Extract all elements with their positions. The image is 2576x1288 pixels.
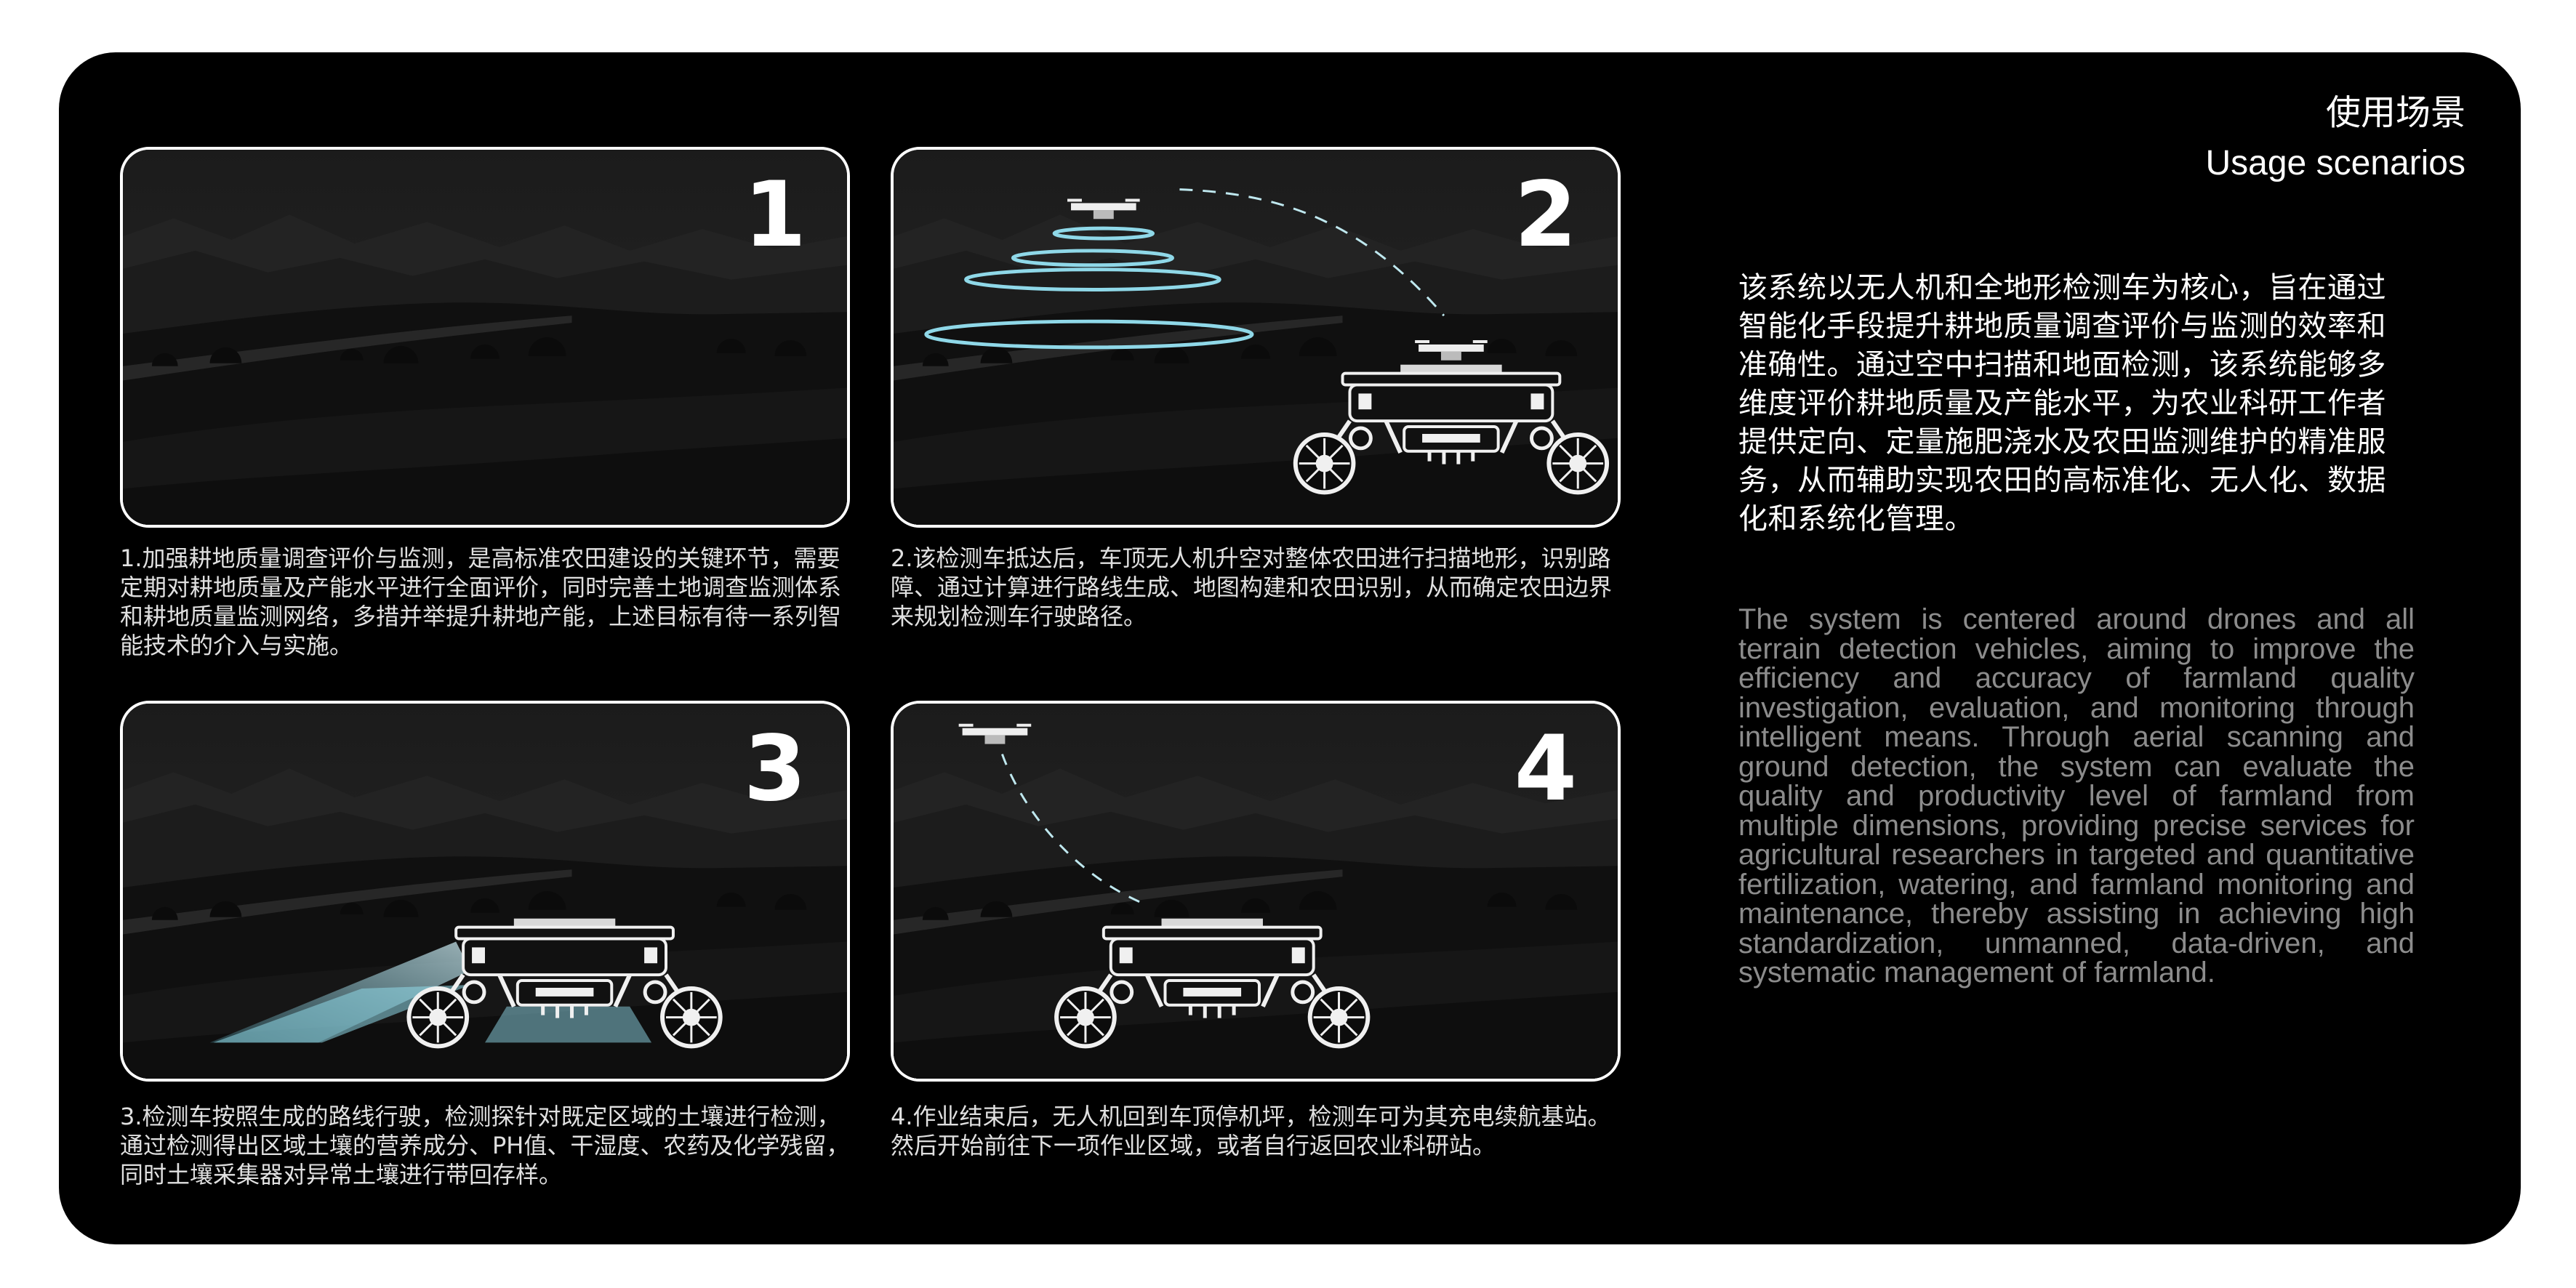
step-number-1: 1 — [743, 163, 806, 267]
step-caption-2: 2.该检测车抵达后，车顶无人机升空对整体农田进行扫描地形，识别路障、通过计算进行… — [891, 544, 1613, 630]
scenario-panel-1: 1 — [120, 147, 850, 528]
scenario-panel-2: 2 — [891, 147, 1621, 528]
scenario-panel-3: 3 — [120, 701, 850, 1082]
drone-return-illustration — [894, 704, 1618, 1079]
step-caption-4: 4.作业结束后，无人机回到车顶停机坪，检测车可为其充电续航基站。然后开始前往下一… — [891, 1103, 1611, 1159]
description-cn: 该系统以无人机和全地形检测车为核心，旨在通过智能化手段提升耕地质量调查评价与监测… — [1738, 271, 2386, 536]
step-number-2: 2 — [1514, 163, 1577, 267]
step-number-3: 3 — [743, 717, 806, 821]
step-caption-1: 1.加强耕地质量调查评价与监测，是高标准农田建设的关键环节，需要定期对耕地质量及… — [120, 544, 842, 659]
scenario-panel-4: 4 — [891, 701, 1621, 1082]
description-en: The system is centered around drones and… — [1738, 603, 2415, 989]
step-caption-3: 3.检测车按照生成的路线行驶，检测探针对既定区域的土壤进行检测，通过检测得出区域… — [120, 1103, 850, 1188]
landscape-illustration-1 — [123, 150, 847, 525]
soil-detection-illustration — [123, 704, 847, 1079]
section-title-en: Usage scenarios — [2205, 144, 2465, 182]
step-number-4: 4 — [1514, 717, 1577, 821]
section-title-cn: 使用场景 — [2325, 92, 2465, 133]
usage-scenarios-board: 1 1.加强耕地质量调查评价与监测，是高标准农田建设的关键环节，需要定期对耕地质… — [59, 52, 2521, 1244]
scan-rings — [924, 226, 1254, 350]
drone-scan-illustration — [894, 150, 1618, 525]
